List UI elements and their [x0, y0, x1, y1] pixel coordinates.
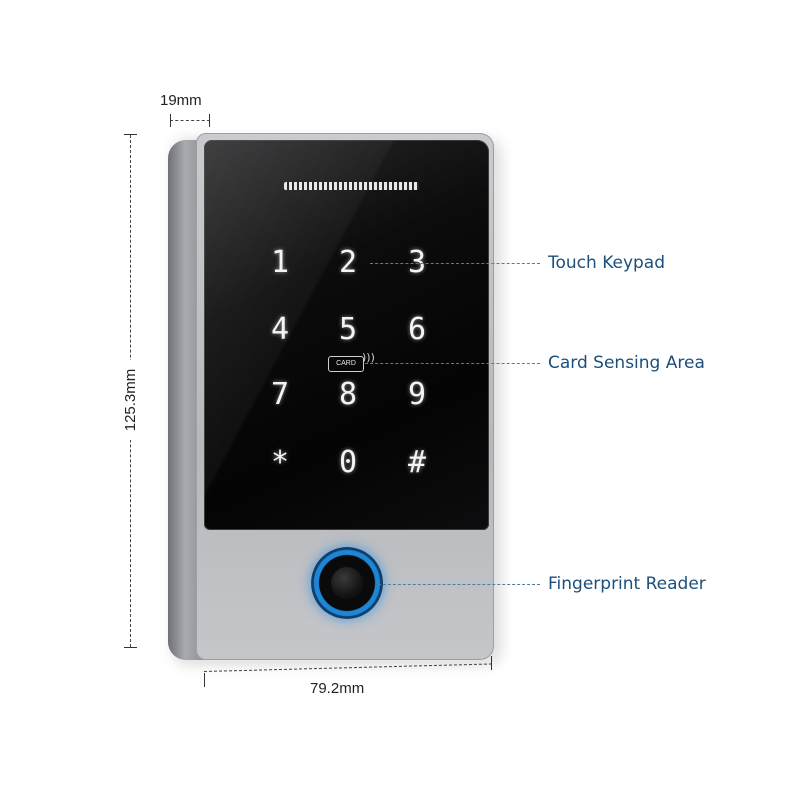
indicator-led-bar — [284, 182, 419, 190]
card-icon: CARD — [328, 356, 364, 372]
card-sensing-leader — [365, 363, 540, 364]
fingerprint-sensor-pad[interactable] — [331, 567, 363, 599]
depth-tick-right — [209, 114, 210, 127]
depth-dimension-label: 19mm — [160, 92, 202, 109]
key-3[interactable]: 3 — [407, 245, 427, 280]
touch-keypad-leader — [370, 263, 540, 264]
key-7[interactable]: 7 — [270, 377, 290, 412]
key-1[interactable]: 1 — [270, 245, 290, 280]
key-star[interactable]: * — [270, 445, 290, 480]
keypad-glass-panel: 1 2 3 4 5 6 CARD ))) 7 8 9 * 0 # — [204, 140, 489, 530]
key-0[interactable]: 0 — [338, 445, 358, 480]
glass-glare — [204, 140, 489, 530]
height-tick-top — [124, 134, 137, 135]
key-5[interactable]: 5 — [338, 312, 358, 347]
fingerprint-label: Fingerprint Reader — [548, 574, 706, 594]
card-sensing-label: Card Sensing Area — [548, 353, 705, 373]
key-hash[interactable]: # — [407, 445, 427, 480]
fingerprint-leader — [378, 584, 540, 585]
key-4[interactable]: 4 — [270, 312, 290, 347]
width-dimension-label: 79.2mm — [310, 680, 365, 697]
key-6[interactable]: 6 — [407, 312, 427, 347]
depth-dimension-line — [170, 120, 210, 121]
key-8[interactable]: 8 — [338, 377, 358, 412]
width-tick-right — [491, 656, 492, 670]
height-tick-bottom — [124, 647, 137, 648]
key-2[interactable]: 2 — [338, 245, 358, 280]
touch-keypad-label: Touch Keypad — [548, 253, 666, 273]
depth-tick-left — [170, 114, 171, 127]
width-tick-left — [204, 673, 205, 687]
height-dimension-label: 125.3mm — [122, 360, 139, 440]
nfc-wave-icon: ))) — [362, 351, 375, 364]
key-9[interactable]: 9 — [407, 377, 427, 412]
